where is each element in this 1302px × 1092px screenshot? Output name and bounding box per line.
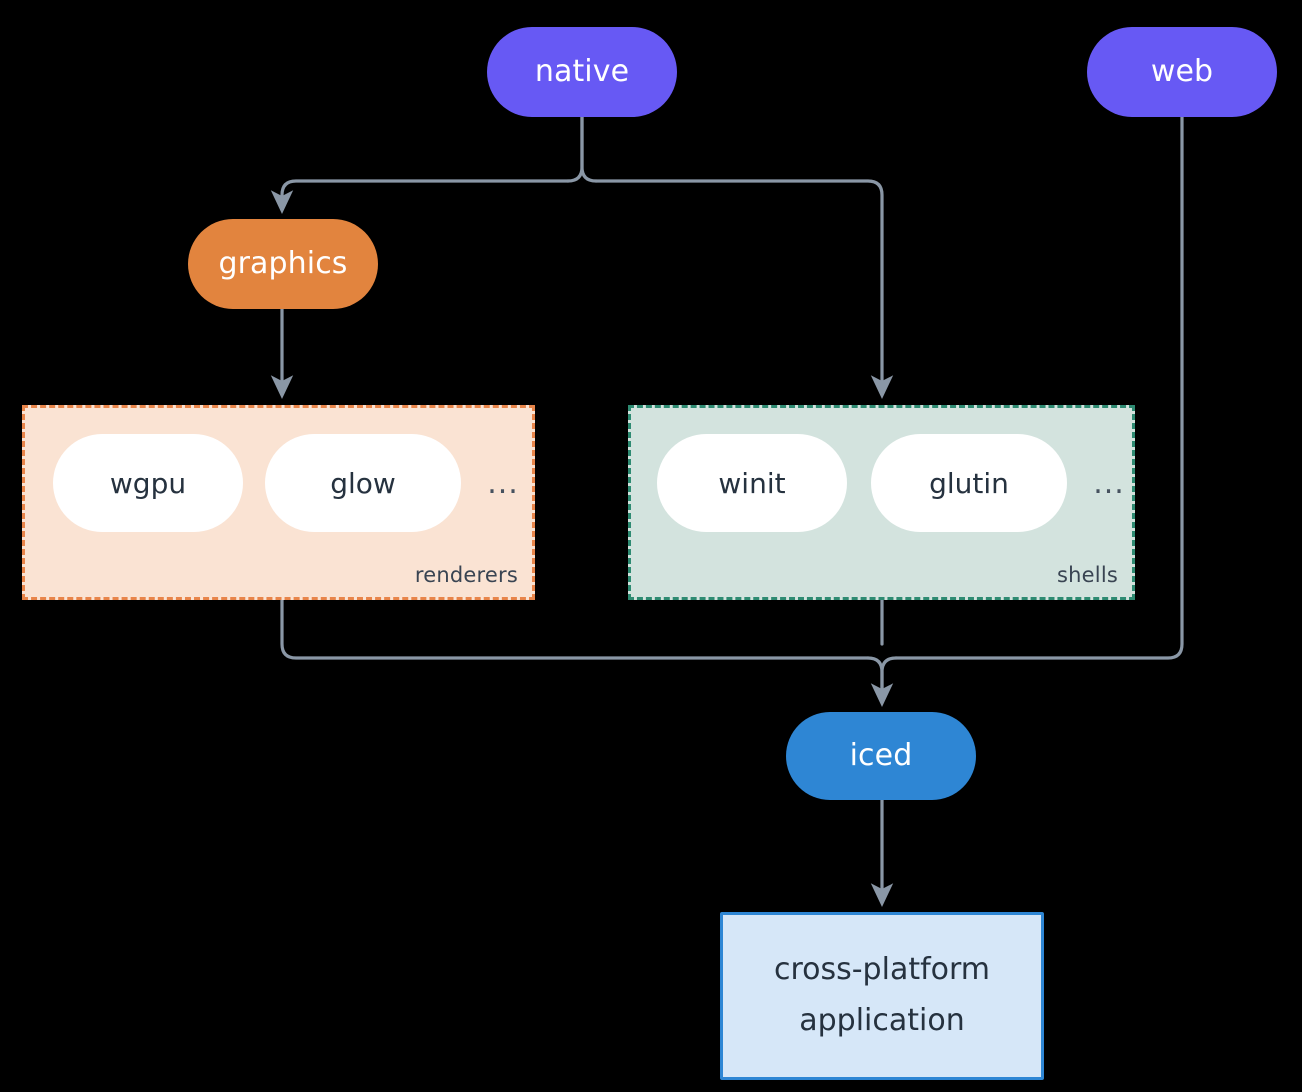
node-graphics[interactable]: graphics: [188, 219, 378, 309]
node-native[interactable]: native: [487, 27, 677, 117]
edge-native-to-shells: [594, 179, 894, 399]
node-iced[interactable]: iced: [786, 712, 976, 800]
node-native-label: native: [534, 53, 630, 89]
group-shells-label: shells: [1057, 563, 1118, 587]
node-cross-platform-application[interactable]: cross-platform application: [720, 912, 1044, 1080]
edge-renderers-to-iced: [280, 598, 870, 660]
node-graphics-label: graphics: [218, 245, 348, 281]
renderers-overflow-ellipsis: ...: [477, 434, 529, 532]
node-iced-label: iced: [849, 737, 913, 773]
shells-overflow-ellipsis: ...: [1083, 434, 1135, 532]
renderers-overflow-label: ...: [487, 465, 519, 501]
group-item-glow[interactable]: glow: [265, 434, 461, 532]
group-item-winit-label: winit: [718, 466, 786, 500]
group-renderers-label: renderers: [414, 563, 518, 587]
edge-native-to-graphics: [270, 179, 570, 214]
group-item-glutin[interactable]: glutin: [871, 434, 1067, 532]
node-web-label: web: [1150, 53, 1214, 89]
group-renderers: wgpu glow ... renderers: [22, 405, 535, 600]
group-item-wgpu[interactable]: wgpu: [53, 434, 243, 532]
edge-native-trunk-right: [580, 115, 598, 183]
group-item-glutin-label: glutin: [929, 466, 1009, 500]
group-item-glow-label: glow: [330, 466, 396, 500]
node-application-line1: cross-platform: [773, 952, 991, 988]
edge-merge-stem-right: [880, 656, 898, 700]
node-application-line2: application: [799, 1003, 965, 1038]
edge-native-trunk-left: [566, 115, 584, 183]
edge-merge-stem-left: [866, 656, 894, 707]
group-shells: winit glutin ... shells: [628, 405, 1135, 600]
shells-overflow-label: ...: [1093, 465, 1125, 501]
node-web[interactable]: web: [1087, 27, 1277, 117]
group-item-wgpu-label: wgpu: [109, 466, 187, 500]
group-item-winit[interactable]: winit: [657, 434, 847, 532]
